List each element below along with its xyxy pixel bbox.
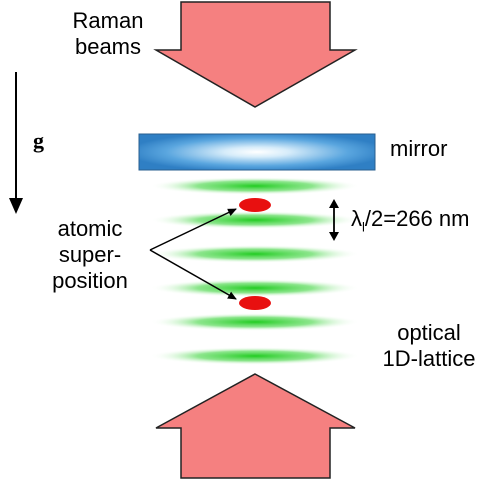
raman-beams-label: Raman beams <box>72 8 144 59</box>
lambda-symbol: λ <box>351 206 362 231</box>
raman-beam-arrow-bottom <box>155 373 356 479</box>
atomic-superposition-label: atomic super- position <box>52 216 128 293</box>
atom-lower <box>239 296 271 310</box>
spacing-value: /2=266 nm <box>364 206 470 231</box>
pointer-arrow-upper <box>149 208 237 251</box>
lattice-fringe <box>150 245 360 263</box>
optical-lattice-label: optical 1D-lattice <box>382 320 476 371</box>
lambda-subscript: l <box>362 219 365 235</box>
gravity-arrow-head <box>9 198 23 214</box>
gravity-label: g <box>33 128 44 153</box>
pointer-arrow-lower <box>149 249 237 300</box>
lattice-fringe <box>150 313 360 331</box>
lattice-spacing-label: λl/2=266 nm <box>351 206 469 240</box>
lattice-fringe <box>150 177 360 195</box>
lattice-fringe <box>150 279 360 297</box>
lattice-fringe <box>150 211 360 229</box>
spacing-arrow-head-bottom <box>329 232 339 241</box>
mirror <box>138 133 376 171</box>
lattice-fringe <box>150 347 360 365</box>
atom-upper <box>239 198 271 212</box>
mirror-label: mirror <box>390 136 448 161</box>
raman-beam-arrow-top <box>153 1 358 108</box>
optical-lattice <box>150 177 360 365</box>
spacing-arrow-head-top <box>329 199 339 208</box>
